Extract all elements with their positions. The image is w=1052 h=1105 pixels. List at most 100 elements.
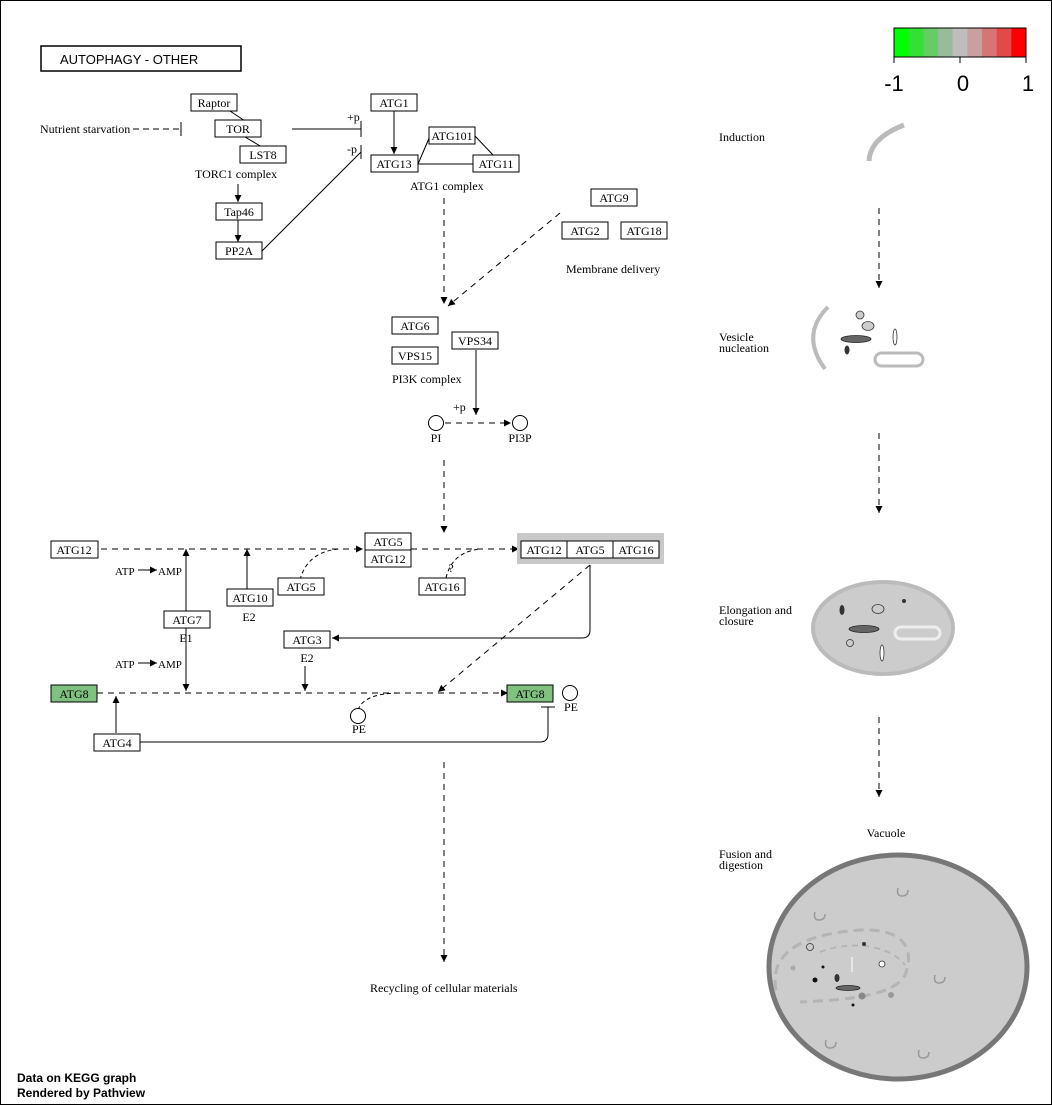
compound-pe-low[interactable]: PE [350,708,367,737]
gene-node-atg18[interactable]: ATG18 [620,221,668,240]
legend-swatch [982,28,997,57]
label-question-mark: ? [448,561,453,575]
gene-node-tor[interactable]: TOR [214,119,262,138]
footer-credits: Data on KEGG graph Rendered by Pathview [17,1071,146,1100]
gene-label: ATG6 [400,319,429,333]
label-atg1-complex: ATG1 complex [410,179,484,193]
label-phospho-plus: +p [347,110,360,124]
gene-node-atg5-top[interactable]: ATG5 [364,532,412,551]
edge-atg16-join [445,548,481,579]
label-e2-atg3: E2 [300,651,313,665]
gene-label: PP2A [225,244,253,258]
label-elongation: Elongation and [719,603,792,617]
gene-node-atg1[interactable]: ATG1 [370,93,418,112]
autophagosome [811,580,955,676]
gene-node-atg16-low[interactable]: ATG16 [418,577,466,596]
label-induction: Induction [719,130,765,144]
gene-label: ATG18 [626,224,661,238]
pathway-title-text: AUTOPHAGY - OTHER [60,52,198,67]
gene-label: ATG16 [424,580,459,594]
gene-node-atg101[interactable]: ATG101 [428,126,476,145]
compound-pi3p[interactable]: PI3P [508,415,532,446]
organelle-elongated [848,625,880,633]
gene-label: ATG5 [575,543,604,557]
particle [821,965,825,969]
edge-raptor-tor [229,110,246,122]
vesicle-small [855,310,865,320]
compound-pi[interactable]: PI [428,415,444,446]
gene-node-atg12-mid[interactable]: ATG12 [364,549,412,568]
gene-node-atg2[interactable]: ATG2 [561,221,609,240]
vesicle-medium [861,321,875,331]
gene-node-atg5-low[interactable]: ATG5 [277,577,325,596]
particle-grey [858,992,866,1000]
organelle-vertical [879,644,885,662]
gene-node-atg6[interactable]: ATG6 [391,316,439,335]
gene-node-pp2a[interactable]: PP2A [215,241,263,260]
vesicle-small [846,639,854,647]
gene-node-atg11[interactable]: ATG11 [472,154,520,173]
gene-label: ATG4 [102,736,131,750]
label-amp-1: AMP [158,566,182,578]
gene-label: ATG5 [286,580,315,594]
gene-label: ATG1 [379,96,408,110]
label-nucleation: nucleation [719,341,769,355]
gene-node-vps15[interactable]: VPS15 [391,346,439,365]
compound-label: PI3P [508,431,532,445]
edge-atg101-atg11 [474,135,495,157]
label-recycling: Recycling of cellular materials [370,981,518,995]
gene-node-atg3[interactable]: ATG3 [283,630,331,649]
particle [812,977,818,983]
gene-node-atg13[interactable]: ATG13 [370,154,419,173]
gene-node-atg9[interactable]: ATG9 [590,188,638,207]
edge-pp2a-atg13 [261,151,362,252]
gene-label: ATG12 [56,543,91,557]
edge-atg13-atg101 [417,135,431,165]
gene-label: ATG101 [431,129,472,143]
gene-label: ATG11 [479,157,514,171]
gene-label: ATG12 [526,543,561,557]
gene-node-atg12-left[interactable]: ATG12 [50,540,99,559]
gene-node-lst8[interactable]: LST8 [239,145,287,164]
legend-tick-max: 1 [1022,71,1034,96]
gene-node-atg4[interactable]: ATG4 [93,733,141,752]
label-torc1-complex: TORC1 complex [195,167,277,181]
label-closure: closure [719,614,754,628]
gene-label: ATG8 [59,687,88,701]
label-phospho-plus-vps34: +p [453,400,466,414]
gene-label: ATG16 [618,543,653,557]
particle [862,942,866,946]
complex-atg12-atg5-atg16[interactable]: ATG12 ATG5 ATG16 [517,533,664,564]
gene-node-atg10[interactable]: ATG10 [226,588,274,607]
vesicle-medium [871,604,885,614]
gene-node-raptor[interactable]: Raptor [190,93,238,112]
gene-node-atg8-left[interactable]: ATG8 [50,684,98,703]
gene-label: ATG8 [515,687,544,701]
legend-swatch [952,28,968,57]
gene-label: Raptor [198,96,231,110]
digested-fragments [813,887,946,1059]
organelle-elongated [835,985,861,991]
gene-node-tap46[interactable]: Tap46 [215,202,263,221]
label-amp-2: AMP [158,659,182,671]
gene-label: Tap46 [224,205,254,219]
vesicle-tiny [878,960,886,968]
legend-tick-mid: 0 [957,71,969,96]
legend-swatch [894,28,909,57]
phagophore-membrane [811,305,830,371]
compound-pe-right[interactable]: PE [562,685,579,715]
pathway-edges [97,110,883,962]
edge-pe-join [357,692,401,711]
gene-node-atg7[interactable]: ATG7 [163,610,211,629]
gene-label: ATG12 [370,552,405,566]
legend-swatch [938,28,953,57]
gene-label: ATG3 [292,633,321,647]
edge-complex-atg8 [437,564,591,693]
gene-label: VPS34 [458,334,492,348]
gene-node-atg8-right[interactable]: ATG8 [506,684,554,703]
vacuole [766,852,1030,1082]
label-e2-atg10: E2 [242,610,255,624]
label-phospho-minus: -p [347,142,357,156]
particle [902,599,906,603]
gene-node-vps34[interactable]: VPS34 [451,331,499,350]
